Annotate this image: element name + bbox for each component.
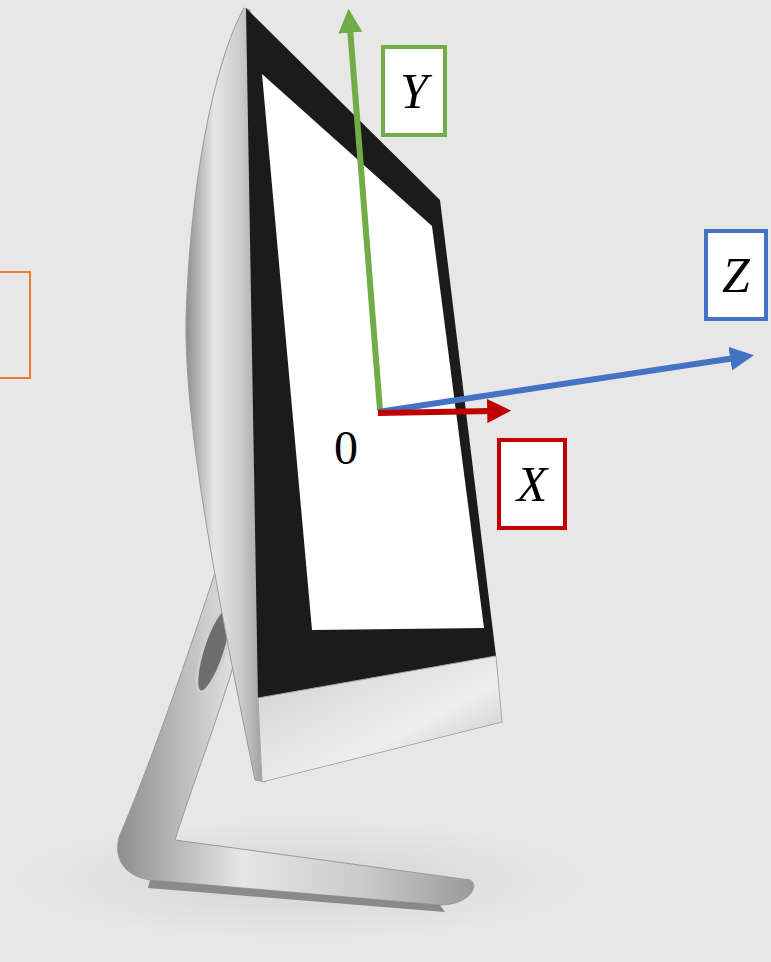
z-axis-arrow bbox=[378, 358, 735, 412]
monitor-bezel bbox=[246, 8, 496, 700]
x-axis-arrow bbox=[378, 411, 492, 413]
axis-label-box: Z bbox=[704, 229, 768, 321]
origin-label: 0 bbox=[334, 424, 358, 472]
axis-label-box: X bbox=[497, 438, 567, 530]
axis-label-box: Y bbox=[381, 45, 447, 137]
monitor-chin bbox=[258, 656, 502, 782]
axis-name: X bbox=[517, 459, 548, 509]
axis-name: Z bbox=[722, 250, 750, 300]
stand-foot-edge bbox=[148, 880, 445, 912]
y-axis-arrow bbox=[350, 28, 380, 410]
axis-name: Y bbox=[400, 66, 428, 116]
partial-box bbox=[0, 272, 30, 378]
